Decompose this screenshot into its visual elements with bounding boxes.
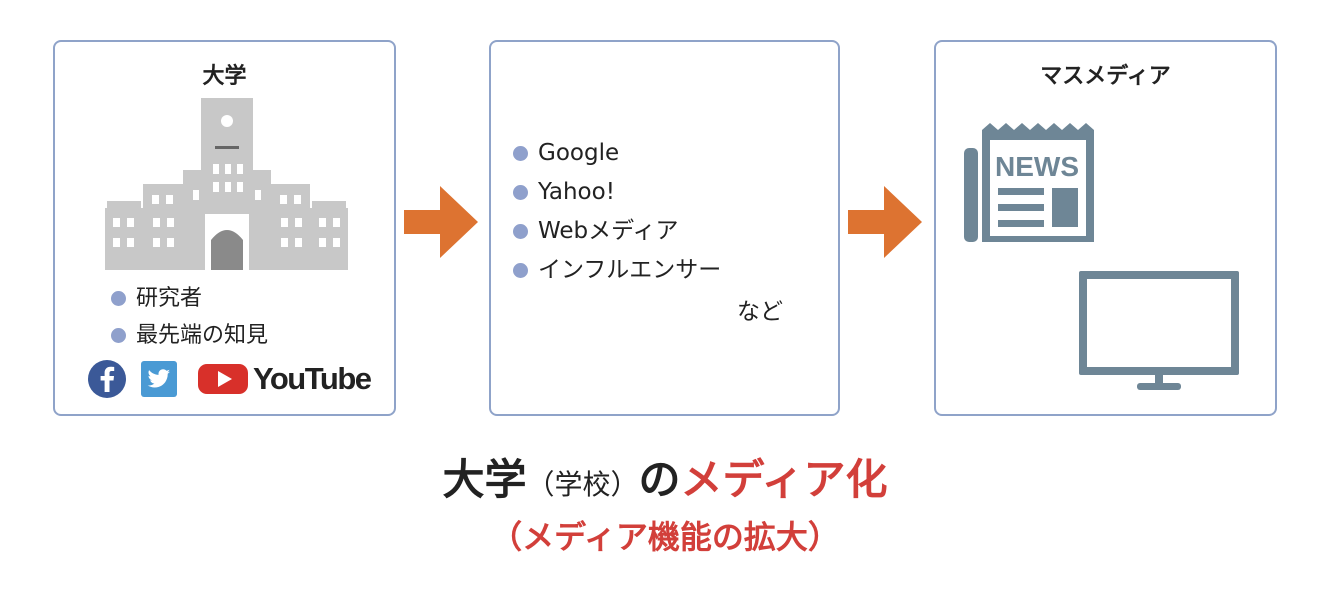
caption-main: 大学（学校）のメディア化 bbox=[0, 452, 1330, 513]
bullet-google: Google bbox=[513, 134, 721, 173]
university-bullet-list: 研究者 最先端の知見 bbox=[111, 280, 268, 354]
caption-main-highlight: メディア化 bbox=[680, 455, 888, 504]
youtube-label: YouTube bbox=[253, 361, 372, 396]
etc-label: など bbox=[737, 299, 783, 325]
university-building-icon bbox=[105, 98, 348, 270]
television-icon bbox=[1079, 271, 1239, 390]
caption-main-part1: 大学 bbox=[442, 455, 527, 504]
bullet-researchers: 研究者 bbox=[111, 280, 268, 317]
news-label: NEWS bbox=[995, 151, 1079, 182]
university-title: 大学 bbox=[202, 64, 247, 89]
newspaper-icon: NEWS bbox=[964, 123, 1094, 242]
web-media-bullet-list: Google Yahoo! Webメディア インフルエンサー bbox=[513, 134, 721, 290]
arrow-right-icon bbox=[404, 186, 478, 258]
bullet-web-media: Webメディア bbox=[513, 212, 721, 251]
web-media-panel: Google Yahoo! Webメディア インフルエンサー など bbox=[489, 40, 840, 416]
mass-media-panel: マスメディア NEWS bbox=[934, 40, 1277, 416]
caption-main-part2: の bbox=[638, 455, 681, 504]
twitter-icon bbox=[141, 361, 177, 397]
bullet-cutting-edge-knowledge: 最先端の知見 bbox=[111, 317, 268, 354]
youtube-play-icon bbox=[198, 364, 248, 394]
caption-main-paren: （学校） bbox=[526, 468, 639, 501]
arrow-right-icon bbox=[848, 186, 922, 258]
university-panel: 大学 研究 bbox=[53, 40, 396, 416]
mass-media-title: マスメディア bbox=[1040, 64, 1171, 89]
bullet-influencer: インフルエンサー bbox=[513, 251, 721, 290]
caption-sub: （メディア機能の拡大） bbox=[490, 518, 840, 556]
bullet-yahoo: Yahoo! bbox=[513, 173, 721, 212]
facebook-icon bbox=[88, 360, 126, 398]
